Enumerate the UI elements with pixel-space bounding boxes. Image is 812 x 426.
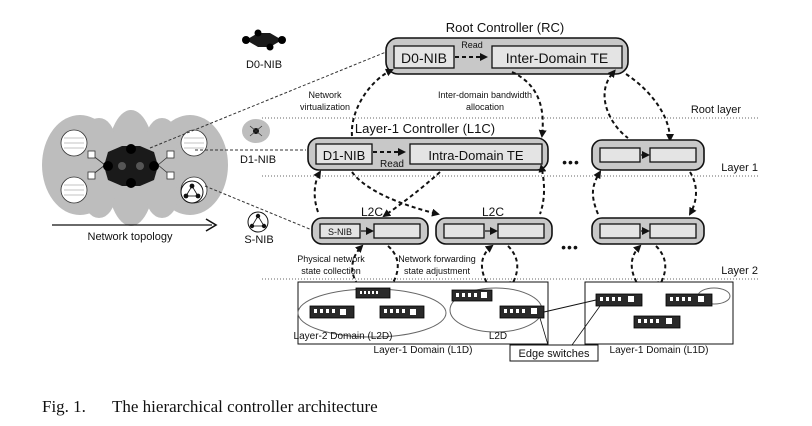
switch-icon <box>499 305 545 319</box>
s-nib-icon-label: S-NIB <box>244 234 273 246</box>
physical-state-line2: state collection <box>301 266 361 276</box>
switch-icon <box>633 315 681 329</box>
l2d-label: L2D <box>489 331 507 342</box>
layer1-domain-right-label: Layer-1 Domain (L1D) <box>610 345 709 356</box>
network-topology <box>42 110 228 226</box>
ellipsis-l1: ••• <box>562 154 580 170</box>
right-l2-up-arrow <box>592 170 602 215</box>
d1-nib-box <box>315 143 373 165</box>
l1c-to-l2c-right-arrow <box>351 171 440 217</box>
far-right-adjust-arrow <box>655 245 667 290</box>
l2c-right-collect-arrow <box>481 244 494 289</box>
leader-line-rc <box>149 51 387 149</box>
l2c-left-up-arrow <box>313 170 322 213</box>
inter-domain-bw-line2: allocation <box>466 102 504 112</box>
forwarding-state-line1: Network forwarding <box>398 254 476 264</box>
layer1-domain-right <box>584 281 734 345</box>
s-nib-box <box>319 223 361 239</box>
switch-icon <box>595 293 643 307</box>
forwarding-state-line2: state adjustment <box>404 266 471 276</box>
edge-switches-callout <box>509 344 599 362</box>
d0-nib-icon-label: D0-NIB <box>246 59 282 71</box>
right-l2-down-arrow <box>689 171 697 216</box>
inter-domain-link <box>543 299 597 313</box>
d0-nib-box <box>393 45 455 69</box>
d1-nib-icon <box>242 119 270 143</box>
edge-leader-left <box>539 317 549 346</box>
caption-text: The hierarchical controller architecture <box>112 397 378 416</box>
physical-state-line1: Physical network <box>297 254 365 264</box>
switch-icon <box>309 305 355 319</box>
d0-nib-label: D0-NIB <box>401 50 447 66</box>
l2c-right-nib-box <box>443 223 485 239</box>
root-controller-title: Root Controller (RC) <box>446 20 564 35</box>
layer1-domain-left-label: Layer-1 Domain (L1D) <box>374 345 473 356</box>
rc-right-down-arrow <box>625 73 674 142</box>
s-nib-icon <box>247 211 269 233</box>
right-l1-te-box <box>649 147 697 163</box>
leader-line-l2c <box>204 185 313 231</box>
l2c-right-te-box <box>497 223 545 239</box>
layer2-domain-label: Layer-2 Domain (L2D) <box>294 331 393 342</box>
l2c-right-up-arrow <box>538 164 547 215</box>
inter-domain-te-label: Inter-Domain TE <box>506 50 608 66</box>
read-label-top: Read <box>461 40 483 50</box>
network-virtualization-line1: Network <box>308 90 342 100</box>
network-topology-label: Network topology <box>88 231 173 243</box>
switch-icon <box>665 293 713 307</box>
switch-icon <box>451 289 493 302</box>
read-label-l1: Read <box>380 159 404 170</box>
inter-domain-te-box <box>491 45 623 69</box>
l2c-right-title: L2C <box>482 205 504 219</box>
edge-switches-label: Edge switches <box>519 348 590 360</box>
l2c-left-title: L2C <box>361 205 383 219</box>
rc-right-up-arrow <box>603 69 629 139</box>
intra-domain-te-box <box>409 143 543 165</box>
l2c-far-right-nib-box <box>599 223 641 239</box>
layer1-controller-title: Layer-1 Controller (L1C) <box>355 121 495 136</box>
caption-number: Fig. 1. <box>42 397 86 416</box>
l2c-right-adjust-arrow <box>507 245 519 290</box>
layer1-label: Layer 1 <box>721 162 758 174</box>
d1-nib-label: D1-NIB <box>323 148 366 163</box>
inter-domain-bw-line1: Inter-domain bandwidth <box>438 90 532 100</box>
switch-icon <box>379 305 425 319</box>
edge-leader-right <box>571 305 601 346</box>
ellipsis-l2: ••• <box>561 239 579 255</box>
state-collection-arrow <box>351 244 364 291</box>
s-nib-box-label: S-NIB <box>328 227 352 237</box>
network-virtualization-line2: virtualization <box>300 102 350 112</box>
layer2-label: Layer 2 <box>721 265 758 277</box>
intra-domain-te-label: Intra-Domain TE <box>428 148 523 163</box>
switch-icon <box>355 287 391 299</box>
far-right-collect-arrow <box>630 244 642 289</box>
bandwidth-allocation-arrow <box>511 71 547 138</box>
l2c-far-right-te-box <box>649 223 697 239</box>
right-l1-nib-box <box>599 147 641 163</box>
d1-nib-icon-label: D1-NIB <box>240 154 276 166</box>
l1c-to-l2c-left-arrow <box>382 171 441 218</box>
arrow-right-icon <box>205 218 218 232</box>
root-layer-label: Root layer <box>691 104 741 116</box>
d0-nib-icon <box>242 29 286 51</box>
l2c-left-te-box <box>373 223 421 239</box>
virtualization-arrow <box>350 68 394 137</box>
